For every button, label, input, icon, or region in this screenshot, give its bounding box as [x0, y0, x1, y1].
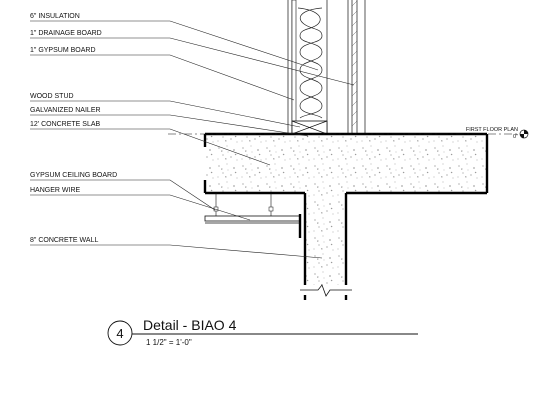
detail-number: 4 [116, 326, 123, 341]
label-concrete-wall: 8" CONCRETE WALL [30, 237, 98, 244]
label-galvanized-nailer: GALVANIZED NAILER [30, 107, 101, 114]
level-elevation: 0" [513, 134, 518, 140]
level-marker: FIRST FLOOR PLAN 0" [168, 127, 529, 140]
level-name: FIRST FLOOR PLAN [466, 127, 518, 133]
concrete-wall [300, 193, 352, 300]
label-gypsum-ceiling-board: GYPSUM CEILING BOARD [30, 172, 117, 179]
detail-scale: 1 1/2" = 1'-0" [146, 338, 192, 347]
ceiling-assembly [204, 193, 302, 238]
detail-number-bubble [107, 320, 133, 346]
label-hanger-wire: HANGER WIRE [30, 187, 81, 194]
detail-title-block: 4 Detail - BIAO 4 1 1/2" = 1'-0" [107, 317, 418, 347]
label-concrete-slab: 12' CONCRETE SLAB [30, 121, 101, 128]
label-gypsum-board: 1" GYPSUM BOARD [30, 47, 96, 54]
detail-title: Detail - BIAO 4 [143, 317, 237, 333]
annotations: 6" INSULATION 1" DRAINAGE BOARD 1" GYPSU… [30, 13, 355, 259]
wall-assembly [287, 0, 366, 135]
batt-insulation [297, 7, 323, 119]
concrete-slab [203, 132, 489, 195]
label-insulation: 6" INSULATION [30, 13, 80, 20]
label-wood-stud: WOOD STUD [30, 93, 74, 100]
label-drainage-board: 1" DRAINAGE BOARD [30, 30, 102, 37]
